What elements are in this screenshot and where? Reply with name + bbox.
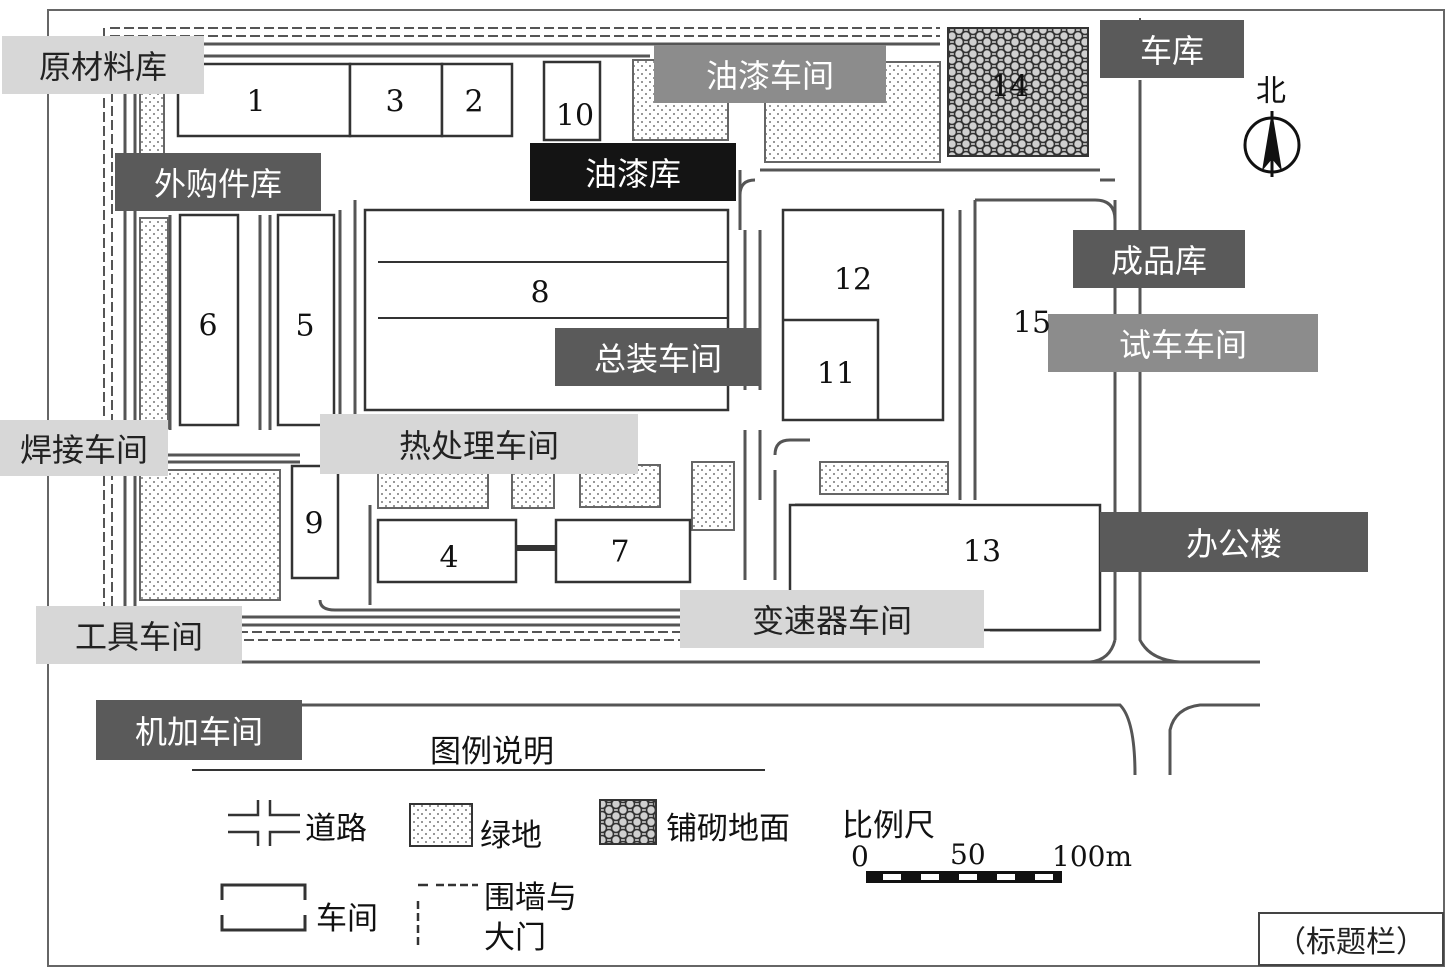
title-block: （标题栏） [1258, 912, 1444, 966]
building-7 [554, 518, 692, 584]
building-number-8: 8 [530, 275, 550, 311]
legend-wall-gate-label-1: 围墙与 [484, 880, 577, 916]
building-number-10: 10 [555, 98, 595, 134]
building-number-15: 15 [1012, 305, 1052, 341]
legend-green-label: 绿地 [480, 818, 542, 854]
machining-shop-label: 机加车间 [96, 700, 302, 760]
building-number-2: 2 [464, 84, 484, 120]
green-areas [139, 59, 949, 601]
building-number-12: 12 [833, 262, 873, 298]
legend-road-label: 道路 [305, 811, 367, 847]
building-number-11: 11 [816, 356, 856, 392]
building-12 [781, 208, 945, 422]
legend-workshop-label: 车间 [316, 901, 378, 937]
building-4 [376, 518, 518, 584]
heat-treatment-shop-label: 热处理车间 [320, 414, 638, 474]
wall-gate-symbol [416, 883, 478, 945]
road-symbol [228, 800, 300, 846]
building-number-1: 1 [246, 84, 266, 120]
paint-store-label: 油漆库 [530, 143, 736, 201]
raw-material-store-label: 原材料库 [2, 36, 204, 94]
scale-label-0: 0 [851, 840, 869, 873]
building-3 [348, 62, 444, 138]
welding-shop-label: 焊接车间 [0, 420, 168, 476]
building-number-9: 9 [304, 506, 324, 542]
building-2 [440, 62, 514, 138]
building-number-7: 7 [610, 534, 630, 570]
purchased-parts-store-label: 外购件库 [115, 153, 321, 211]
legend-title: 图例说明 [430, 734, 554, 770]
legend-scale-title: 比例尺 [842, 808, 935, 844]
finished-goods-store-label: 成品库 [1073, 230, 1245, 288]
scale-bar [866, 871, 1062, 883]
building-11-outline [783, 318, 880, 420]
compass-icon [1243, 111, 1301, 177]
paved-area-14 [947, 27, 1089, 157]
workshop-symbol [220, 883, 307, 932]
building-9 [290, 464, 340, 580]
test-drive-shop-label: 试车车间 [1048, 314, 1318, 372]
green-symbol [409, 803, 473, 847]
building-number-6: 6 [198, 308, 218, 344]
tool-shop-label: 工具车间 [36, 606, 242, 664]
building-number-5: 5 [295, 308, 315, 344]
office-building-label: 办公楼 [1100, 512, 1368, 572]
building-number-14: 14 [990, 69, 1030, 105]
building-number-3: 3 [385, 84, 405, 120]
gearbox-shop-label: 变速器车间 [680, 590, 984, 648]
building-8-dividers [378, 261, 728, 319]
drawing-frame [47, 9, 1445, 967]
legend-wall-gate-label-2: 大门 [484, 920, 546, 956]
scale-label-100: 100m [1052, 840, 1132, 873]
paint-shop-label: 油漆车间 [654, 45, 886, 103]
north-label: 北 [1256, 74, 1286, 109]
garage-label: 车库 [1100, 20, 1244, 78]
paved-symbol [599, 799, 657, 845]
building-10 [542, 60, 602, 142]
building-1 [176, 62, 352, 138]
buildings [176, 60, 1102, 632]
building-number-4: 4 [439, 540, 459, 576]
scale-label-50: 50 [950, 838, 986, 871]
building-6 [178, 213, 240, 427]
building-number-13: 13 [962, 534, 1002, 570]
final-assembly-shop-label: 总装车间 [555, 328, 761, 386]
building-5 [276, 213, 336, 427]
legend-paved-label: 铺砌地面 [666, 811, 790, 847]
